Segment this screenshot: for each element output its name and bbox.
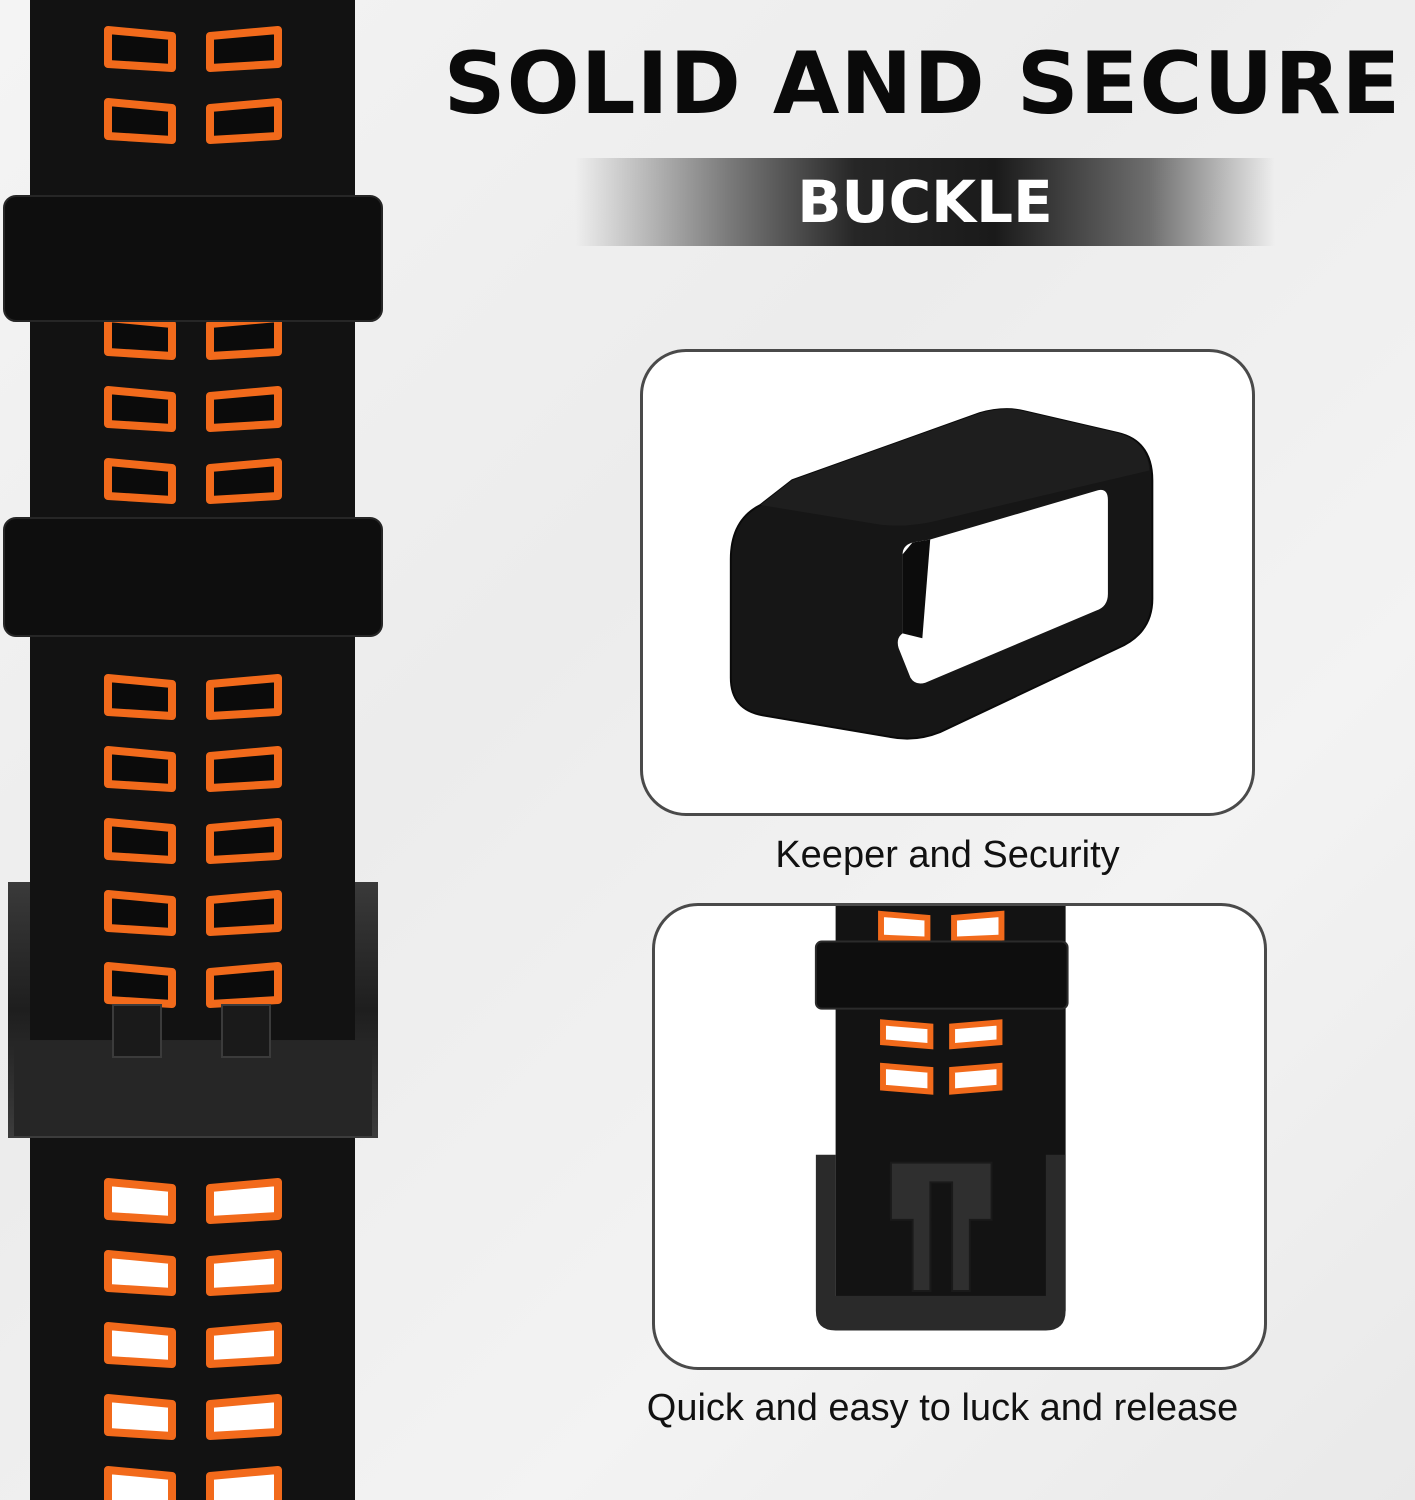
strap-hole <box>206 962 282 1008</box>
strap-hole <box>104 1178 176 1224</box>
strap-hole <box>206 314 282 360</box>
buckle-caption: Quick and easy to luck and release <box>646 1387 1239 1429</box>
strap-hole <box>206 1178 282 1224</box>
strap-hole <box>104 890 176 936</box>
strap-hole <box>206 890 282 936</box>
strap-hole <box>206 1394 282 1440</box>
strap-hole <box>104 314 176 360</box>
strap-hole <box>206 386 282 432</box>
strap-hole <box>206 458 282 504</box>
watch-strap-image <box>3 0 383 1500</box>
strap-holes <box>104 26 282 1500</box>
strap-hole <box>104 26 176 72</box>
strap-hole <box>206 1466 282 1500</box>
strap-hole <box>104 458 176 504</box>
strap-hole <box>206 1250 282 1296</box>
strap-hole <box>104 746 176 792</box>
banner-label: BUCKLE <box>797 168 1053 236</box>
strap-hole <box>104 98 176 144</box>
strap-hole <box>104 962 176 1008</box>
buckle-closeup-image <box>814 906 1069 1331</box>
strap-hole <box>206 98 282 144</box>
buckle-card <box>652 903 1267 1370</box>
strap-hole <box>104 1394 176 1440</box>
keeper-card <box>640 349 1255 816</box>
strap-hole <box>104 674 176 720</box>
strap-hole <box>206 818 282 864</box>
strap-hole <box>206 746 282 792</box>
headline: SOLID AND SECURE <box>443 34 1402 134</box>
strap-hole <box>104 386 176 432</box>
strap-hole <box>104 1322 176 1368</box>
strap-hole <box>104 818 176 864</box>
strap-keeper-loop <box>3 517 383 637</box>
strap-hole <box>206 674 282 720</box>
strap-hole <box>206 1322 282 1368</box>
strap-buckle <box>8 882 378 1138</box>
buckle-banner: BUCKLE <box>575 158 1275 246</box>
strap-hole <box>104 1466 176 1500</box>
keeper-caption: Keeper and Security <box>775 834 1120 876</box>
keeper-loop-image <box>729 408 1154 740</box>
strap-hole <box>206 26 282 72</box>
strap-keeper-loop <box>3 195 383 322</box>
strap-hole <box>104 1250 176 1296</box>
